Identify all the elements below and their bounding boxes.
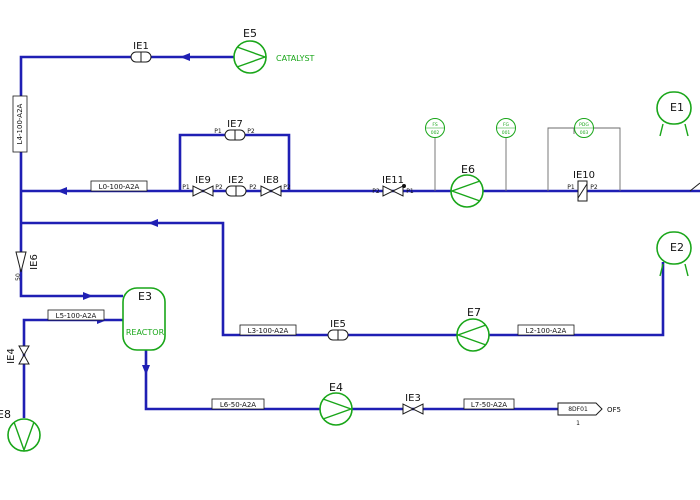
pump-e6[interactable]: E6 — [449, 163, 484, 208]
line-label-l5: L5-100-A2A — [56, 312, 97, 320]
valve-ie8-tag: IE8 — [263, 175, 279, 186]
valve-ie11-p1: P1 — [406, 188, 414, 195]
valve-ie7-p2: P2 — [247, 128, 255, 135]
pump-e8-tag: E8 — [0, 408, 11, 421]
pump-e7-tag: E7 — [467, 306, 481, 319]
reducer-ie6-tag: IE6 — [29, 254, 40, 270]
valve-ie8[interactable]: IE8 P2 — [260, 175, 291, 197]
reducer-ie6[interactable]: IE6 50 — [15, 251, 40, 281]
line-label-l4: L4-100-A2A — [16, 103, 24, 144]
instrument-pdg-003: PDG 003 — [574, 118, 594, 138]
fg-tag: FG — [503, 122, 510, 128]
line-label-l3: L3-100-A2A — [248, 327, 289, 335]
pump-e5[interactable]: E5 — [233, 27, 268, 74]
fs-tag: FS — [432, 122, 438, 128]
catalyst-label: CATALYST — [276, 54, 315, 63]
valve-ie5[interactable]: IE5 — [327, 319, 349, 341]
valve-ie2-p2: P2 — [249, 184, 257, 191]
offpage-connector[interactable]: 8DF01 OF5 1 — [557, 402, 621, 427]
arrow-catalyst — [180, 53, 190, 61]
instrument-fs-002: FS 002 — [425, 118, 445, 138]
vessel-e2-tag: E2 — [670, 241, 684, 254]
valve-ie7-p1: P1 — [214, 128, 222, 135]
fg-number: 001 — [502, 130, 511, 136]
valve-ie3[interactable]: IE3 — [402, 393, 424, 415]
e1-feed-line — [689, 182, 700, 192]
vessel-e2[interactable]: E2 — [656, 231, 692, 277]
reactor-e3[interactable]: E3 REACTOR — [122, 287, 166, 351]
arrow-into-reactor — [83, 292, 93, 300]
line-label-l0: L0-100-A2A — [99, 183, 140, 191]
pipe-l5 — [22, 318, 123, 418]
pump-e7[interactable]: E7 — [455, 306, 490, 352]
vessel-e1-tag: E1 — [670, 101, 684, 114]
valve-ie7[interactable]: IE7 P1 P2 — [214, 119, 255, 141]
pdg-tag: PDG — [579, 122, 589, 128]
valve-ie7-tag: IE7 — [227, 119, 243, 130]
reducer-ie6-size: 50 — [15, 273, 22, 281]
pdg-number: 003 — [580, 130, 589, 136]
valve-ie9-p2: P2 — [215, 184, 223, 191]
arrow-reactor-out — [142, 365, 150, 375]
pump-e8[interactable]: E8 — [0, 408, 41, 453]
pump-e5-tag: E5 — [243, 27, 257, 40]
valve-ie1[interactable]: IE1 — [130, 41, 152, 63]
valve-ie5-tag: IE5 — [330, 319, 346, 330]
valve-ie2-tag: IE2 — [228, 175, 244, 186]
valve-ie10[interactable]: IE10 P1 P2 — [567, 170, 598, 202]
valve-ie2[interactable]: IE2 P2 — [225, 175, 257, 197]
valve-ie3-tag: IE3 — [405, 393, 421, 404]
valve-ie1-tag: IE1 — [133, 41, 149, 52]
line-label-l7: L7-50-A2A — [471, 401, 507, 409]
pipe-network — [19, 55, 700, 418]
offpage-label: OF5 — [607, 406, 621, 414]
valve-ie9-p1: P1 — [182, 184, 190, 191]
pipe-catalyst-line — [19, 55, 237, 298]
vessel-e1[interactable]: E1 — [656, 91, 692, 137]
arrow-l0 — [57, 187, 67, 195]
pump-e6-tag: E6 — [461, 163, 475, 176]
line-label-l6: L6-50-A2A — [220, 401, 256, 409]
valve-ie8-p2: P2 — [283, 184, 291, 191]
valve-ie10-p1: P1 — [567, 184, 575, 191]
line-labels: L4-100-A2A L0-100-A2A L3-100-A2A L2-100-… — [12, 95, 575, 410]
valve-ie9-tag: IE9 — [195, 175, 211, 186]
valve-ie11[interactable]: IE11 P2 P1 — [372, 175, 414, 197]
arrow-l3 — [148, 219, 158, 227]
instrument-fg-001: FG 001 — [496, 118, 516, 138]
reactor-e3-tag: E3 — [138, 290, 152, 303]
valve-ie9[interactable]: IE9 P1 P2 — [182, 175, 223, 197]
valve-ie11-p2: P2 — [372, 188, 380, 195]
pump-e4[interactable]: E4 — [319, 381, 354, 426]
valve-ie10-tag: IE10 — [573, 170, 595, 181]
pump-e4-tag: E4 — [329, 381, 343, 394]
offpage-sub-label: 1 — [576, 420, 580, 427]
fs-number: 002 — [431, 130, 440, 136]
valve-ie10-p2: P2 — [590, 184, 598, 191]
valve-ie4[interactable]: IE4 — [6, 345, 30, 365]
line-label-l2: L2-100-A2A — [526, 327, 567, 335]
reactor-e3-label: REACTOR — [126, 328, 165, 337]
offpage-box-label: 8DF01 — [568, 406, 588, 413]
valve-ie4-tag: IE4 — [6, 348, 17, 364]
valve-ie11-tag: IE11 — [382, 175, 404, 186]
